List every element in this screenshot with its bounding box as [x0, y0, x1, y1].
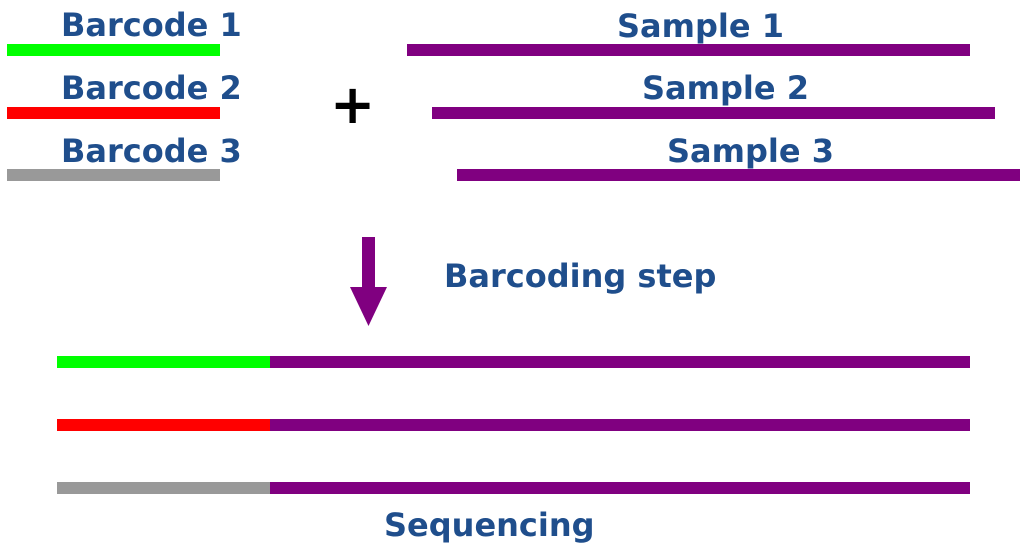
barcode-3-label: Barcode 3 [61, 132, 242, 170]
barcode-2-bar [7, 107, 220, 119]
combined-2-sample-segment [270, 419, 970, 431]
sample-1-label: Sample 1 [617, 7, 784, 45]
barcode-1-label: Barcode 1 [61, 6, 242, 44]
barcode-3-bar [7, 169, 220, 181]
plus-icon: + [330, 73, 376, 136]
combined-3-barcode-segment [57, 482, 270, 494]
arrow-shaft [362, 237, 375, 289]
sample-2-label: Sample 2 [642, 69, 809, 107]
sample-3-label: Sample 3 [667, 132, 834, 170]
barcoding-step-label: Barcoding step [444, 257, 717, 295]
sample-1-bar [407, 44, 970, 56]
barcode-1-bar [7, 44, 220, 56]
sequencing-label: Sequencing [384, 506, 595, 544]
combined-3-sample-segment [270, 482, 970, 494]
sample-3-bar [457, 169, 1020, 181]
combined-1-sample-segment [270, 356, 970, 368]
arrow-head [350, 287, 387, 326]
combined-2-barcode-segment [57, 419, 270, 431]
sample-2-bar [432, 107, 995, 119]
arrow-down-icon [350, 237, 387, 326]
barcode-2-label: Barcode 2 [61, 69, 242, 107]
combined-1-barcode-segment [57, 356, 270, 368]
